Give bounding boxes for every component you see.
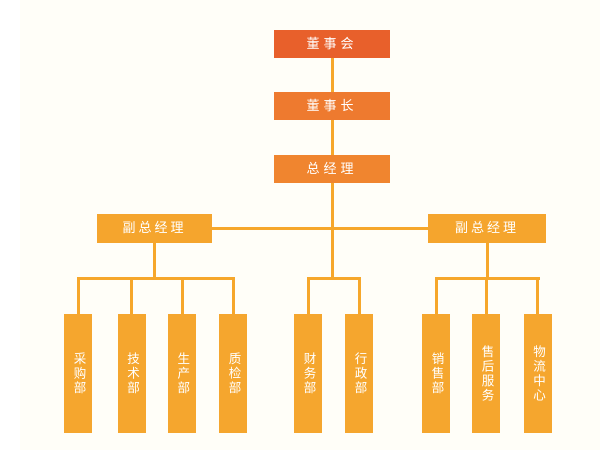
connector-stub-procurement xyxy=(76,280,80,314)
connector-dist-middle xyxy=(306,277,361,280)
connector-stub-production xyxy=(180,280,184,314)
org-node-dept-procurement: 采购部 xyxy=(64,314,93,433)
org-node-dept-technology: 技术部 xyxy=(117,314,146,433)
connector-stub-quality xyxy=(231,280,235,314)
org-node-dept-admin: 行政部 xyxy=(345,314,374,433)
connector-gm-trunk xyxy=(330,183,334,280)
org-node-dept-aftersales: 售后服务 xyxy=(472,314,501,433)
org-node-dept-production: 生产部 xyxy=(168,314,196,433)
connector-stub-logistics xyxy=(536,280,540,314)
connector-deputy-crossbar xyxy=(212,226,428,230)
connector-stub-admin xyxy=(357,280,361,314)
org-node-deputy-gm-right: 副总经理 xyxy=(428,214,546,243)
org-node-dept-finance: 财务部 xyxy=(294,314,323,433)
connector-deputy-left-down xyxy=(153,243,156,280)
org-node-chairman: 董事长 xyxy=(274,92,390,120)
org-node-dept-logistics: 物流中心 xyxy=(523,314,552,433)
connector-board-chairman xyxy=(330,58,334,92)
connector-dist-right xyxy=(434,277,540,280)
org-node-general-manager: 总经理 xyxy=(274,155,390,183)
connector-dist-left xyxy=(76,277,235,280)
connector-stub-technology xyxy=(130,280,134,314)
connector-stub-aftersales xyxy=(484,280,488,314)
org-node-board: 董事会 xyxy=(274,30,390,58)
connector-deputy-right-down xyxy=(485,243,489,280)
org-node-deputy-gm-left: 副总经理 xyxy=(97,214,212,243)
connector-stub-finance xyxy=(306,280,310,314)
connector-chairman-gm xyxy=(330,120,334,155)
org-node-dept-sales: 销售部 xyxy=(422,314,451,433)
org-node-dept-quality: 质检部 xyxy=(219,314,248,433)
connector-stub-sales xyxy=(434,280,438,314)
